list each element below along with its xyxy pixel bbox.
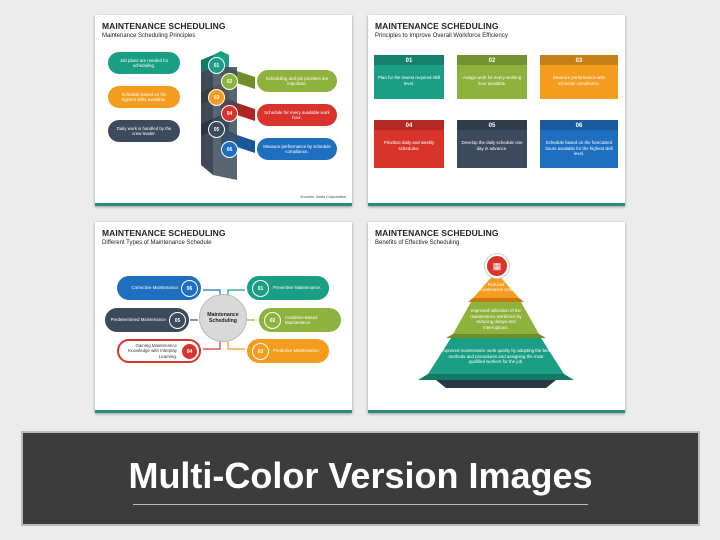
type-badge-03: 03 <box>252 343 269 360</box>
slide-subtitle: Maintenance Scheduling Principles <box>102 33 196 39</box>
type-badge-01: 01 <box>252 280 269 297</box>
step-badge-03: 03 <box>208 89 225 106</box>
banner-divider <box>133 504 588 505</box>
type-badge-06: 06 <box>181 280 198 297</box>
center-circle: Maintenance Scheduling <box>199 294 247 342</box>
type-badge-02: 02 <box>264 312 281 329</box>
step-badge-01: 01 <box>208 57 225 74</box>
slide-title: MAINTENANCE SCHEDULING <box>102 228 226 238</box>
thumbnail-slide-1[interactable]: MAINTENANCE SCHEDULING Maintenance Sched… <box>95 15 352 206</box>
type-badge-04: 04 <box>181 343 198 360</box>
slide-subtitle: Principles to Improve Overall Workforce … <box>375 33 508 39</box>
slide-subtitle: Different Types of Maintenance Schedule <box>102 240 212 246</box>
principle-pill-05: Daily work is handled by the crew leader… <box>108 120 180 142</box>
pyramid <box>418 272 574 388</box>
benefit-level-1: Reduced maintenance cost. <box>479 282 513 293</box>
thumbnail-slide-3[interactable]: MAINTENANCE SCHEDULING Different Types o… <box>95 222 352 413</box>
calendar-icon: ▦ <box>485 254 509 278</box>
version-banner: Multi-Color Version Images <box>21 431 700 526</box>
thumbnail-slide-4[interactable]: MAINTENANCE SCHEDULING Benefits of Effec… <box>368 222 625 413</box>
slide-title: MAINTENANCE SCHEDULING <box>102 21 226 31</box>
principle-pill-02: Scheduling and job priorities are import… <box>257 70 337 92</box>
principle-pill-03: Schedule based on the highest skills ava… <box>108 86 180 108</box>
principle-pill-06: Measure performance by schedule complian… <box>257 138 337 160</box>
benefit-level-3: Improved maintenance work quality by ado… <box>441 348 551 365</box>
type-badge-05: 05 <box>169 312 186 329</box>
benefit-level-2: Improved utilization of the maintenance … <box>470 308 522 331</box>
principle-pill-04: Schedule for every available work hour. <box>257 104 337 126</box>
slide-subtitle: Benefits of Effective Scheduling <box>375 240 460 246</box>
thumbnail-slide-2[interactable]: MAINTENANCE SCHEDULING Principles to Imp… <box>368 15 625 206</box>
slide-title: MAINTENANCE SCHEDULING <box>375 21 499 31</box>
principle-pill-01: Job plans are needed for scheduling. <box>108 52 180 74</box>
slide-title: MAINTENANCE SCHEDULING <box>375 228 499 238</box>
step-badge-04: 04 <box>221 105 238 122</box>
step-badge-02: 02 <box>221 73 238 90</box>
step-badge-06: 06 <box>221 141 238 158</box>
source-note: Sources: Naria Corporation <box>299 195 346 199</box>
step-badge-05: 05 <box>208 121 225 138</box>
banner-title: Multi-Color Version Images <box>128 455 593 496</box>
